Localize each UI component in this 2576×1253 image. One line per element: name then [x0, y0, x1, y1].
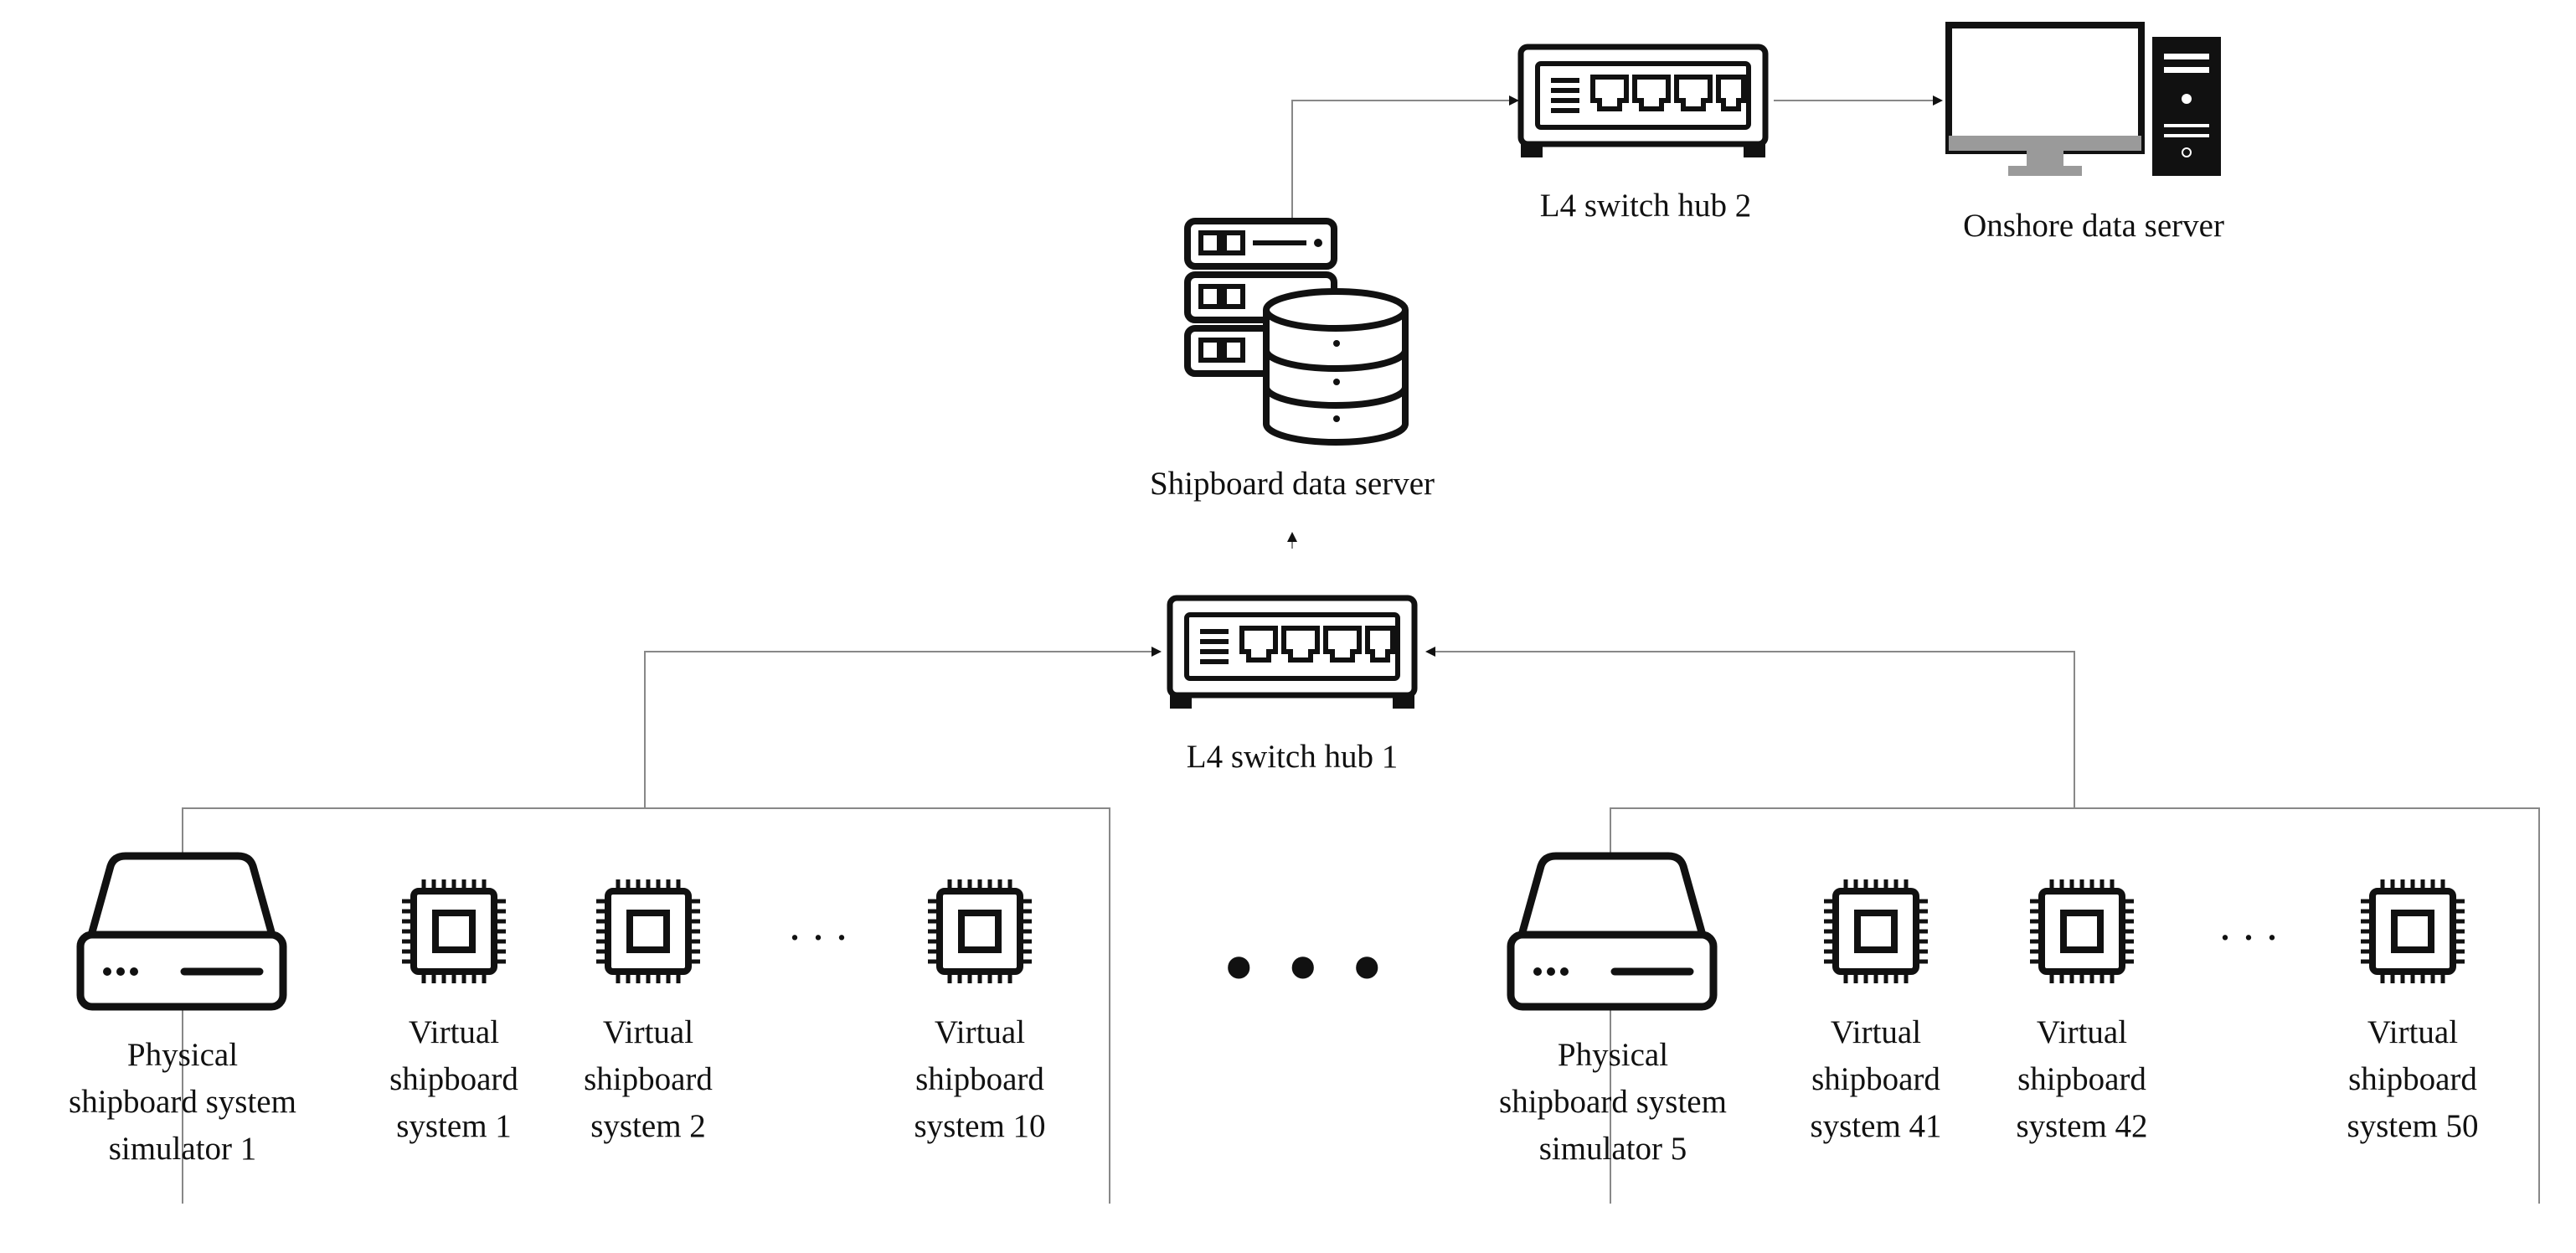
switch-hub-1-icon: [1170, 598, 1414, 709]
onshore-server-label: Onshore data server: [1963, 208, 2224, 244]
server-database-icon: [1184, 218, 1409, 446]
ellipsis-between-groups: •••: [1223, 916, 1415, 1018]
edge-group5-to-hub1: [1425, 647, 2075, 808]
virtual-system-50-chip-icon: [2361, 879, 2465, 983]
hub2-label: L4 switch hub 2: [1539, 188, 1752, 224]
virtual-system-42-chip-icon: [2030, 879, 2134, 983]
virtual-system-1-chip-icon: [402, 879, 506, 983]
physical-simulator-1-icon: [80, 856, 283, 1007]
physical-simulator-5-icon: [1511, 856, 1713, 1007]
ellipsis-group-5: ···: [2218, 912, 2288, 962]
virtual-system-41-chip-icon: [1824, 879, 1928, 983]
hub1-label: L4 switch hub 1: [1186, 739, 1399, 775]
virtual-system-2-chip-icon: [596, 879, 700, 983]
switch-hub-2-icon: [1521, 47, 1765, 157]
virtual-system-10-chip-icon: [928, 879, 1032, 983]
shipboard-server-label: Shipboard data server: [1149, 466, 1435, 502]
desktop-computer-icon: [1945, 22, 2221, 176]
edge-group1-to-hub1: [644, 647, 1162, 808]
edge-shipboard-server-to-hub2: [1291, 95, 1519, 219]
ellipsis-group-1: ···: [787, 912, 858, 962]
